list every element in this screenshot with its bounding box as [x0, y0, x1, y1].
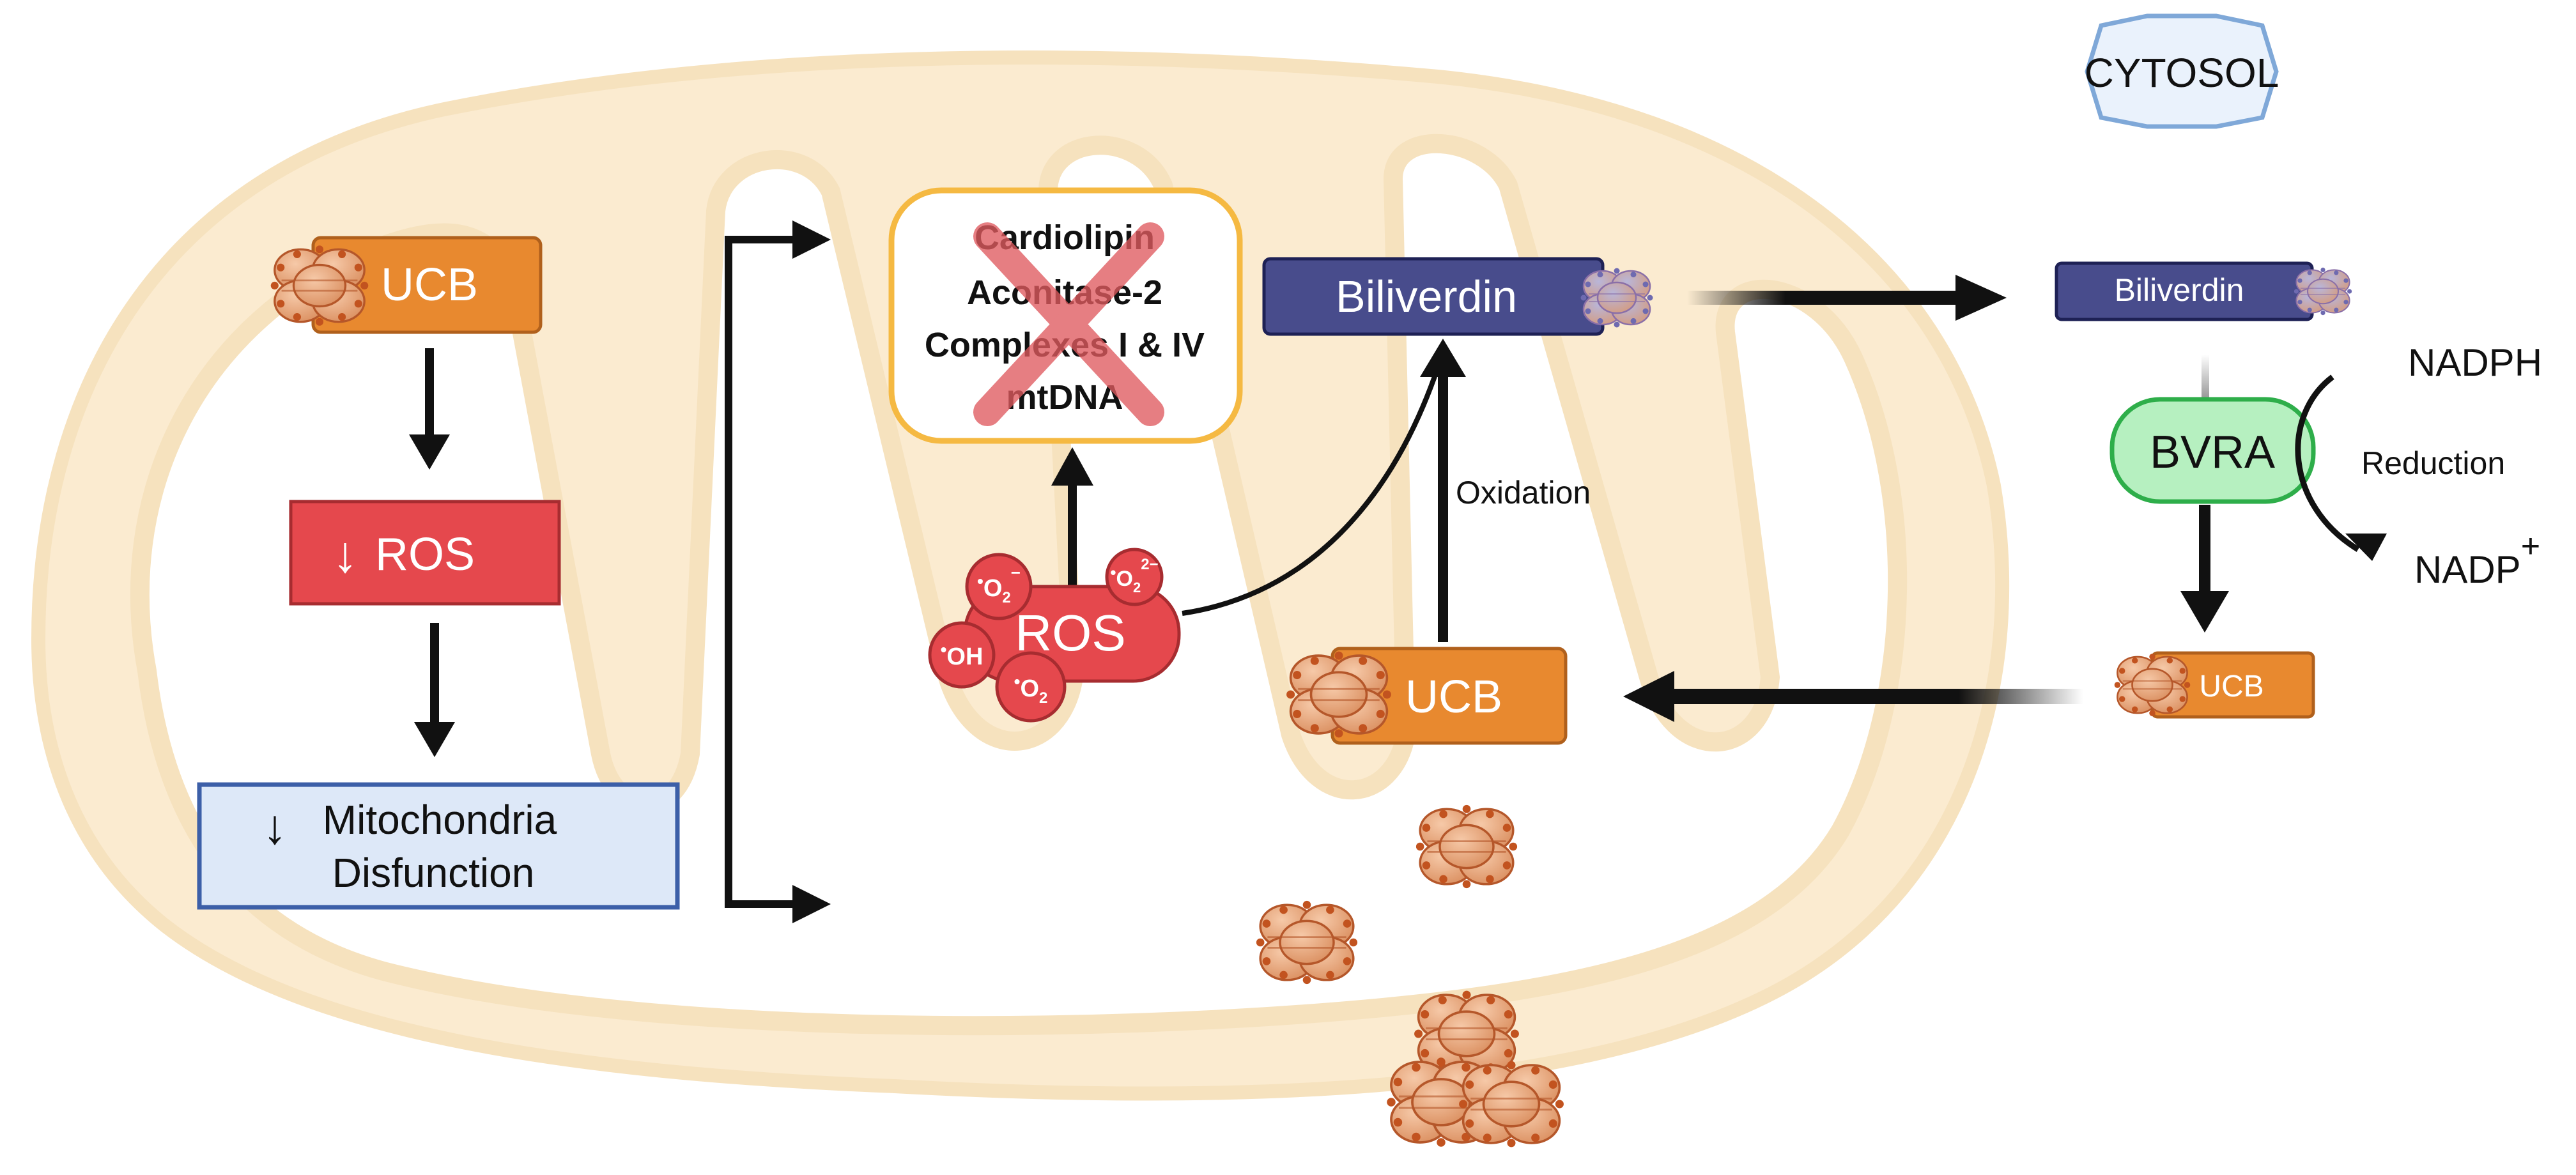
bilirubin-molecule-icon: [1459, 1061, 1564, 1148]
cytosol-badge-shape: [2085, 13, 2279, 129]
arrow-ros-to-targets-head: [1051, 447, 1093, 486]
branch-bracket: [725, 236, 799, 908]
bvra-rect: [2109, 397, 2316, 504]
ucb-box-mito: UCB: [1330, 647, 1568, 745]
bilirubin-molecule-icon: [1415, 804, 1518, 889]
ros-decrease-arrow-icon: ↓: [332, 526, 358, 583]
connector-biliverdin-bvra: [2202, 355, 2209, 398]
cytosol-text: CYTOSOL: [2085, 50, 2279, 96]
arrow-reduction-curve: [2295, 374, 2360, 552]
radical-superoxide-3: •O2: [995, 651, 1067, 723]
bilirubin-molecule-icon: [2114, 654, 2191, 716]
bilirubin-molecule-icon: [1286, 651, 1391, 738]
radical-superoxide-2: •O22−: [1105, 548, 1164, 606]
branch-arrow-bottom-head: [792, 885, 831, 923]
dysfunction-line-2: Disfunction: [332, 850, 535, 896]
arrow-ros-to-biliverdin: [1182, 366, 1440, 616]
biliverdin-molecule-icon: [2294, 267, 2352, 316]
arrow-bvra-to-ucb-head: [2180, 591, 2229, 633]
ucb-box-left: UCB: [311, 236, 543, 334]
bvra-enzyme: BVRA: [2109, 397, 2316, 504]
biliverdin-box-cytosol: Biliverdin: [2055, 261, 2314, 321]
cytosol-label: CYTOSOL: [2085, 13, 2279, 129]
reduction-label: Reduction: [2361, 445, 2505, 481]
ucb-box-cytosol: UCB: [2150, 651, 2315, 719]
cross-mark-icon: [973, 222, 1164, 426]
ucb-box-mito-label: UCB: [1405, 672, 1502, 723]
arrow-import-shaft: [1668, 689, 2083, 704]
arrow-ros-to-dysfunction-head: [414, 722, 455, 757]
arrow-import-head: [1623, 671, 1674, 722]
ros-targets-box: Cardiolipin Aconitase-2 Complexes I & IV…: [888, 187, 1243, 444]
ros-decrease-box: ↓ ROS: [289, 500, 561, 606]
biliverdin-box-mito: Biliverdin: [1262, 257, 1605, 336]
bvra-label: BVRA: [2150, 427, 2275, 478]
ros-decrease-label: ROS: [375, 529, 475, 580]
bilirubin-molecule-icon: [270, 245, 369, 326]
svg-text:•O2−: •O2−: [977, 563, 1021, 606]
bilirubin-molecule-icon: [1256, 900, 1358, 985]
branch-arrow-top-head: [792, 220, 831, 259]
nadph-label: NADPH: [2408, 341, 2542, 384]
nadp-label: NADP+: [2414, 528, 2540, 591]
svg-text:•OH: •OH: [941, 640, 983, 670]
arrow-oxidation-head: [1420, 339, 1466, 377]
arrow-reduction-head: [2345, 534, 2387, 561]
dysfunction-line-1: Mitochondria: [323, 797, 557, 843]
biliverdin-box-mito-label: Biliverdin: [1336, 272, 1517, 321]
dysfunction-rect: [197, 782, 680, 910]
oxidation-label: Oxidation: [1456, 475, 1591, 511]
bilirubin-molecule-icon: [1414, 990, 1519, 1077]
radical-superoxide-1: •O2−: [965, 553, 1033, 620]
arrow-export-shaft: [1687, 291, 1968, 305]
svg-text:•O2: •O2: [1014, 672, 1048, 707]
dysfunction-arrow-icon: ↓: [263, 800, 287, 854]
arrow-export-head: [1955, 275, 2007, 321]
ucb-box-cytosol-label: UCB: [2199, 670, 2264, 703]
biliverdin-box-cytosol-label: Biliverdin: [2115, 272, 2244, 308]
svg-text:•O22−: •O22−: [1110, 556, 1158, 595]
biliverdin-molecule-icon: [1580, 268, 1653, 328]
arrow-ucb-to-ros-head: [409, 434, 450, 470]
radical-hydroxyl: •OH: [928, 621, 996, 689]
mitochondria-dysfunction-box: ↓ Mitochondria Disfunction: [197, 782, 680, 910]
ros-decrease-rect: [289, 500, 561, 606]
ros-cluster: ROS •O2− •O22− •OH •O2: [928, 548, 1181, 723]
ucb-box-left-label: UCB: [381, 259, 478, 311]
